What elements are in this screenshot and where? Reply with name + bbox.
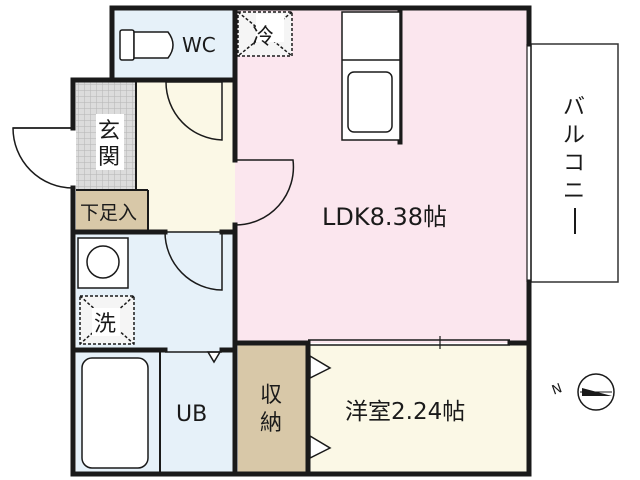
toilet-tank <box>119 29 135 61</box>
genkan-label-1: 玄 <box>98 119 120 144</box>
entrance-door <box>12 127 74 189</box>
balcony-label-4: ニ <box>563 179 585 204</box>
doors <box>12 81 332 460</box>
wc-label: WC <box>182 33 216 57</box>
ldk-door <box>234 159 295 226</box>
shoe-storage-label: 下足入 <box>80 202 137 224</box>
balcony-label-3: コ <box>563 151 585 176</box>
sink <box>347 71 393 133</box>
compass-north-label: N <box>550 381 564 398</box>
closet-door-bottom <box>309 434 332 460</box>
genkan-label-2: 関 <box>98 145 120 170</box>
western-room-area <box>308 345 527 472</box>
toilet-bowl <box>133 31 174 59</box>
washer-label: 洗 <box>94 312 116 337</box>
washroom-door <box>164 231 223 291</box>
thin-walls <box>76 44 532 474</box>
bathtub <box>81 357 149 469</box>
western-room-label: 洋室2.24帖 <box>345 399 465 425</box>
shoe-storage-area <box>76 190 148 232</box>
closet-door-top <box>309 354 332 380</box>
washbasin <box>86 245 120 279</box>
closet-area <box>238 345 308 472</box>
balcony-area <box>530 43 619 283</box>
balcony-label-1: バ <box>563 95 585 120</box>
compass-icon <box>577 373 615 411</box>
ldk-label: LDK8.38帖 <box>322 203 447 231</box>
fridge-label: 冷 <box>252 25 274 50</box>
entry-area <box>136 82 235 232</box>
wc-door <box>165 81 223 141</box>
balcony-label-2: ル <box>563 123 585 148</box>
closet-label-1: 収 <box>260 383 282 408</box>
closet-label-2: 納 <box>260 411 282 436</box>
bath-label: UB <box>176 402 207 427</box>
walls <box>70 5 532 477</box>
